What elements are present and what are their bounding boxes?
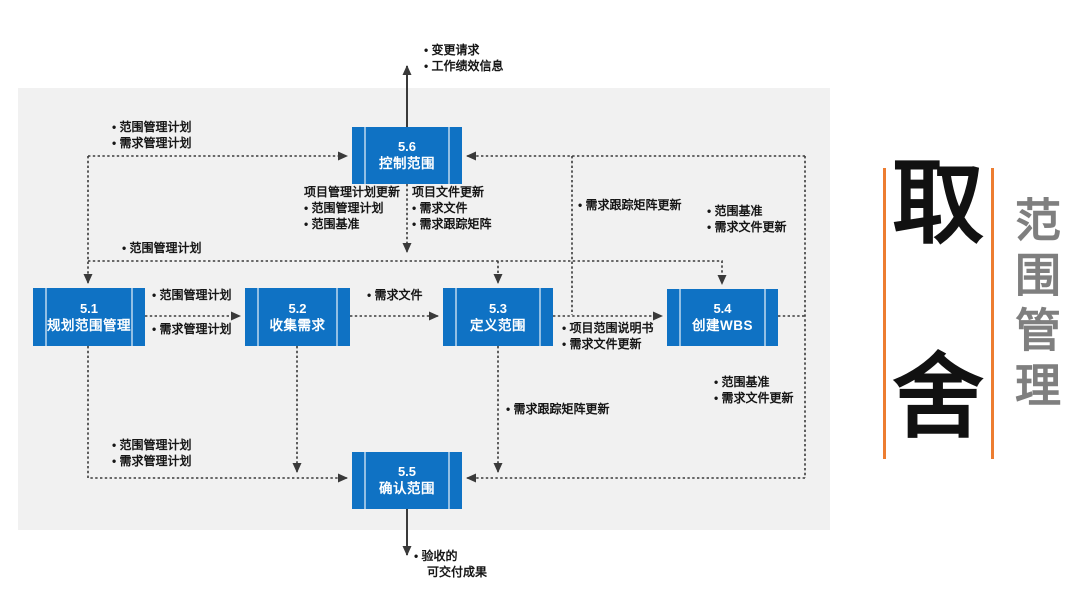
label-pm-plan-updates: 项目管理计划更新 • 范围管理计划 • 范围基准 [304,184,400,232]
io-item: • 需求管理计划 [112,454,192,468]
node-5-6-control-scope: 5.6 控制范围 [352,127,462,184]
label-scope-plan-bus: • 范围管理计划 [122,240,202,256]
node-5-1-plan-scope-management: 5.1 规划范围管理 [33,288,145,346]
io-item: • 需求文件 [412,201,468,215]
label-plans-to-validate: • 范围管理计划 • 需求管理计划 [112,437,192,469]
node-5-3-define-scope: 5.3 定义范围 [443,288,553,346]
io-item: • 范围管理计划 [122,241,202,255]
node-5-5-validate-scope: 5.5 确认范围 [352,452,462,509]
io-item: • 需求跟踪矩阵 [412,217,492,231]
accent-bar-left [883,168,886,459]
label-change-requests: • 变更请求 • 工作绩效信息 [424,42,504,74]
side-title: 范围管理 [1009,196,1061,416]
node-title: 确认范围 [379,481,435,496]
io-item: • 范围管理计划 [112,120,192,134]
io-item: • 范围管理计划 [152,288,232,302]
node-title: 收集需求 [269,317,326,333]
node-id: 5.4 [713,301,732,316]
io-item: • 需求文件更新 [714,391,794,405]
io-item: • 需求管理计划 [112,136,192,150]
accent-bar-right [991,168,994,459]
node-5-2-collect-requirements: 5.2 收集需求 [245,288,350,346]
io-item: • 项目范围说明书 [562,321,654,335]
node-id: 5.6 [397,139,417,154]
label-accepted-deliverables: • 验收的 可交付成果 [414,548,487,580]
label-baseline-to-control: • 范围基准 • 需求文件更新 [707,203,787,235]
io-item: • 需求文件更新 [562,337,642,351]
io-item: 项目文件更新 [412,185,485,199]
io-item: • 需求文件 [367,288,423,302]
io-item: • 范围基准 [714,375,770,389]
label-baseline-below-54: • 范围基准 • 需求文件更新 [714,374,794,406]
io-item: • 工作绩效信息 [424,59,504,73]
io-item: • 范围管理计划 [304,201,384,215]
label-plans-to-control: • 范围管理计划 • 需求管理计划 [112,119,192,151]
io-item: 可交付成果 [427,565,488,579]
io-item: • 范围基准 [707,204,763,218]
label-scope-statement: • 项目范围说明书 • 需求文件更新 [562,320,654,352]
label-requirement-docs: • 需求文件 [367,287,423,303]
node-title: 定义范围 [470,317,526,333]
label-rtm-update-bottom: • 需求跟踪矩阵更新 [506,401,610,417]
tagline-char-top: 取 [891,153,984,255]
node-title: 控制范围 [379,156,435,171]
io-item: • 验收的 [414,549,458,563]
label-rtm-update-right: • 需求跟踪矩阵更新 [578,197,682,213]
io-item: • 需求跟踪矩阵更新 [578,198,682,212]
node-id: 5.1 [79,300,99,316]
io-item: • 需求跟踪矩阵更新 [506,402,610,416]
io-item: • 范围管理计划 [112,438,192,452]
io-item: • 需求管理计划 [152,322,232,336]
io-item: 项目管理计划更新 [304,185,401,199]
label-plan-51-52-bottom: • 需求管理计划 [152,321,232,337]
label-doc-updates: 项目文件更新 • 需求文件 • 需求跟踪矩阵 [412,184,492,232]
node-title: 创建WBS [692,318,753,333]
tagline-char-bottom: 舍 [891,347,984,449]
label-plan-51-52-top: • 范围管理计划 [152,287,232,303]
node-5-4-create-wbs: 5.4 创建WBS [667,289,778,346]
io-item: • 范围基准 [304,217,360,231]
io-item: • 变更请求 [424,43,480,57]
node-id: 5.2 [288,300,307,316]
node-id: 5.3 [488,300,508,316]
node-title: 规划范围管理 [47,317,131,333]
node-id: 5.5 [397,464,417,479]
io-item: • 需求文件更新 [707,220,787,234]
